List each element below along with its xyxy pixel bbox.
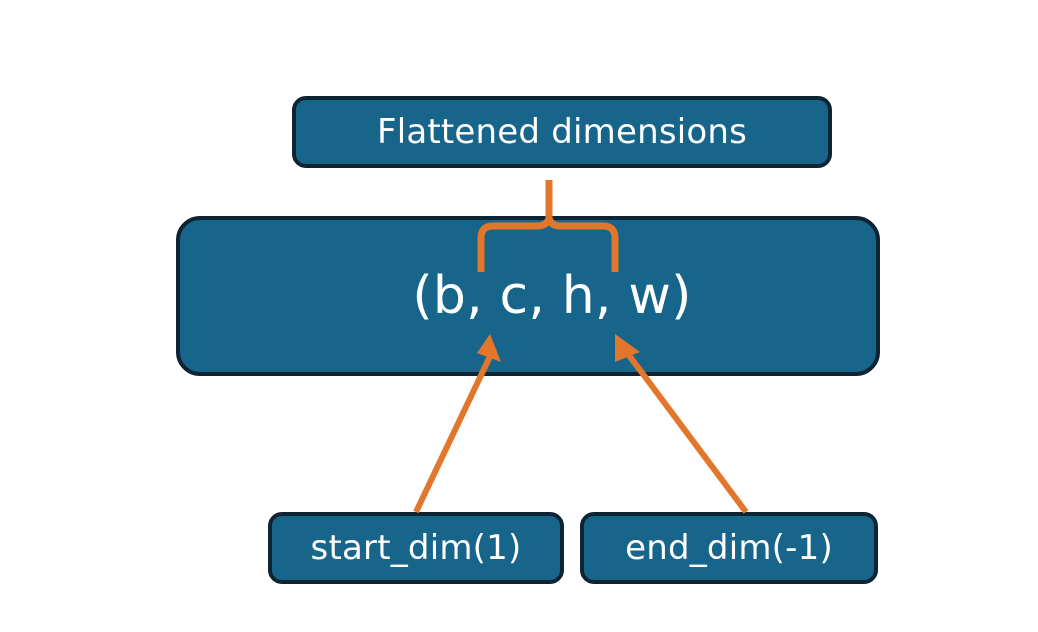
node-start-dim[interactable]: start_dim(1) xyxy=(268,512,564,584)
node-tensor-shape[interactable]: (b, c, h, w) xyxy=(176,216,880,376)
node-end-dim[interactable]: end_dim(-1) xyxy=(580,512,878,584)
node-flattened-dimensions-label: Flattened dimensions xyxy=(376,112,748,152)
node-flattened-dimensions[interactable]: Flattened dimensions xyxy=(292,96,832,168)
node-end-dim-label: end_dim(-1) xyxy=(625,528,833,568)
node-tensor-shape-label: (b, c, h, w) xyxy=(412,266,692,326)
node-start-dim-label: start_dim(1) xyxy=(310,528,522,568)
